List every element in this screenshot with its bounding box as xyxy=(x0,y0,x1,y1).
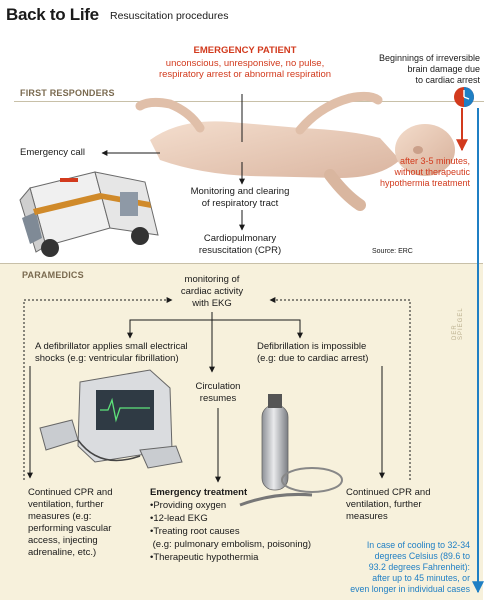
treatment-item: •Treating root causes xyxy=(150,526,240,537)
cooling-line: degrees Celsius (89.6 to xyxy=(374,551,470,561)
defibrillator-illustration xyxy=(39,369,183,469)
cooling-line: 93.2 degrees Fahrenheit): xyxy=(368,562,470,572)
section-label-first-responders: FIRST RESPONDERS xyxy=(20,88,115,98)
impossible-label-2: (e.g: due to cardiac arrest) xyxy=(257,353,369,364)
ekg-monitoring-2: cardiac activity xyxy=(180,286,244,297)
brain-damage-after-3: hypothermia treatment xyxy=(379,178,470,188)
brain-damage-after-1: after 3-5 minutes, xyxy=(399,156,470,166)
treatment-item: •Therapeutic hypothermia xyxy=(150,552,259,563)
monitoring-label-1: Monitoring and clearing xyxy=(190,186,290,197)
page-title: Back to Life xyxy=(6,5,99,24)
brain-damage-line3: to cardiac arrest xyxy=(415,75,480,85)
left-cpr-line: Continued CPR and xyxy=(28,487,113,498)
treatment-item: •Providing oxygen xyxy=(150,500,227,511)
patient-illustration xyxy=(135,91,455,211)
left-cpr-line: performing vascular xyxy=(28,523,112,534)
section-divider xyxy=(14,101,484,102)
treatment-item: (e.g: pulmonary embolism, poisoning) xyxy=(150,539,312,550)
treatment-item: •12-lead EKG xyxy=(150,513,208,524)
emergency-patient-line1: unconscious, unresponsive, no pulse, xyxy=(165,58,325,69)
source-label: Source: ERC xyxy=(372,248,413,255)
feedback-arrow xyxy=(269,297,411,480)
feedback-arrow xyxy=(23,297,173,480)
brain-damage-line2: brain damage due xyxy=(407,64,480,74)
defib-label-2: shocks (e.g: ventricular fibrillation) xyxy=(35,353,179,364)
brain-damage-line1: Beginnings of irreversible xyxy=(378,53,480,63)
right-cpr-line: Continued CPR and xyxy=(346,487,431,498)
right-cpr-line: measures xyxy=(346,511,388,522)
emergency-call-label: Emergency call xyxy=(20,147,85,158)
page-subtitle: Resuscitation procedures xyxy=(110,10,229,22)
cpr-label-1: Cardiopulmonary xyxy=(203,233,277,244)
emergency-patient-title: EMERGENCY PATIENT xyxy=(193,45,297,56)
circulation-label-1: Circulation xyxy=(195,381,241,392)
cooling-line: even longer in individual cases xyxy=(350,584,470,594)
emergency-patient-line2: respiratory arrest or abnormal respirati… xyxy=(158,69,332,80)
credit-label: DER SPIEGEL xyxy=(452,307,464,340)
cooling-line: In case of cooling to 32-34 xyxy=(366,540,470,550)
cooling-line: after up to 45 minutes, or xyxy=(372,573,470,583)
circulation-label-2: resumes xyxy=(199,393,237,404)
monitoring-label-2: of respiratory tract xyxy=(201,198,279,209)
cpr-label-2: resuscitation (CPR) xyxy=(198,245,282,256)
ekg-monitoring-3: with EKG xyxy=(192,298,232,309)
left-cpr-line: ventilation, further xyxy=(28,499,104,510)
left-cpr-line: adrenaline, etc.) xyxy=(28,547,97,558)
left-cpr-line: measures (e.g: xyxy=(28,511,92,522)
left-cpr-line: access, injecting xyxy=(28,535,98,546)
arrow xyxy=(127,319,212,339)
ekg-monitoring-1: monitoring of xyxy=(184,274,240,285)
treatment-title: Emergency treatment xyxy=(150,487,248,498)
defib-label-1: A defibrillator applies small electrical xyxy=(35,341,188,352)
section-divider xyxy=(0,263,483,264)
section-label-paramedics: PARAMEDICS xyxy=(22,270,84,280)
oxygen-tank-illustration xyxy=(239,394,343,507)
impossible-label-1: Defibrillation is impossible xyxy=(257,341,367,352)
ambulance-illustration xyxy=(19,171,159,257)
arrow xyxy=(212,319,303,339)
clock-icon xyxy=(454,87,474,107)
brain-damage-after-2: without therapeutic xyxy=(394,167,470,177)
right-cpr-line: ventilation, further xyxy=(346,499,422,510)
